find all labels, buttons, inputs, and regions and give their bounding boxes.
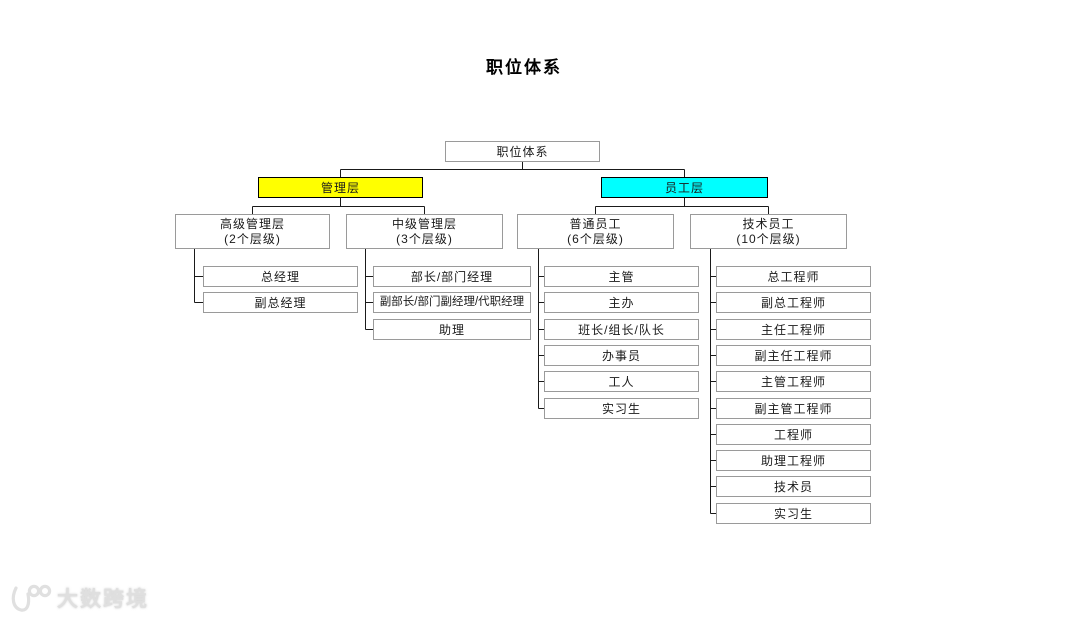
position-box: 总工程师	[716, 266, 871, 287]
group-sublabel: (10个层级)	[736, 231, 801, 246]
node-staff-layer: 员工层	[601, 177, 768, 198]
watermark: 大数跨境	[8, 582, 149, 614]
position-box: 副主管工程师	[716, 398, 871, 419]
group-label: 中级管理层	[391, 216, 457, 231]
position-box: 班长/组长/队长	[544, 319, 699, 340]
group-senior-management: 高级管理层 (2个层级)	[175, 214, 330, 249]
position-box: 工人	[544, 371, 699, 392]
position-box: 主任工程师	[716, 319, 871, 340]
group-middle-management: 中级管理层 (3个层级)	[346, 214, 503, 249]
position-box: 主管	[544, 266, 699, 287]
position-box: 实习生	[716, 503, 871, 524]
node-management-layer: 管理层	[258, 177, 423, 198]
node-root: 职位体系	[445, 141, 600, 162]
position-box: 总经理	[203, 266, 358, 287]
group-sublabel: (6个层级)	[567, 231, 624, 246]
position-box: 技术员	[716, 476, 871, 497]
group-label: 高级管理层	[219, 216, 285, 231]
position-box: 助理工程师	[716, 450, 871, 471]
group-sublabel: (3个层级)	[396, 231, 453, 246]
position-box: 部长/部门经理	[373, 266, 531, 287]
position-box: 副主任工程师	[716, 345, 871, 366]
position-box: 主办	[544, 292, 699, 313]
position-box: 实习生	[544, 398, 699, 419]
group-ordinary-staff: 普通员工 (6个层级)	[517, 214, 674, 249]
position-box: 副总工程师	[716, 292, 871, 313]
position-box: 工程师	[716, 424, 871, 445]
group-label: 普通员工	[569, 216, 622, 231]
brand-logo-icon	[11, 584, 52, 612]
group-label: 技术员工	[742, 216, 795, 231]
position-box: 副总经理	[203, 292, 358, 313]
group-technical-staff: 技术员工 (10个层级)	[690, 214, 847, 249]
position-box: 副部长/部门副经理/代职经理	[373, 292, 531, 313]
position-box: 办事员	[544, 345, 699, 366]
position-box: 助理	[373, 319, 531, 340]
watermark-text: 大数跨境	[57, 588, 149, 611]
page-title: 职位体系	[486, 58, 562, 77]
group-sublabel: (2个层级)	[224, 231, 281, 246]
position-box: 主管工程师	[716, 371, 871, 392]
